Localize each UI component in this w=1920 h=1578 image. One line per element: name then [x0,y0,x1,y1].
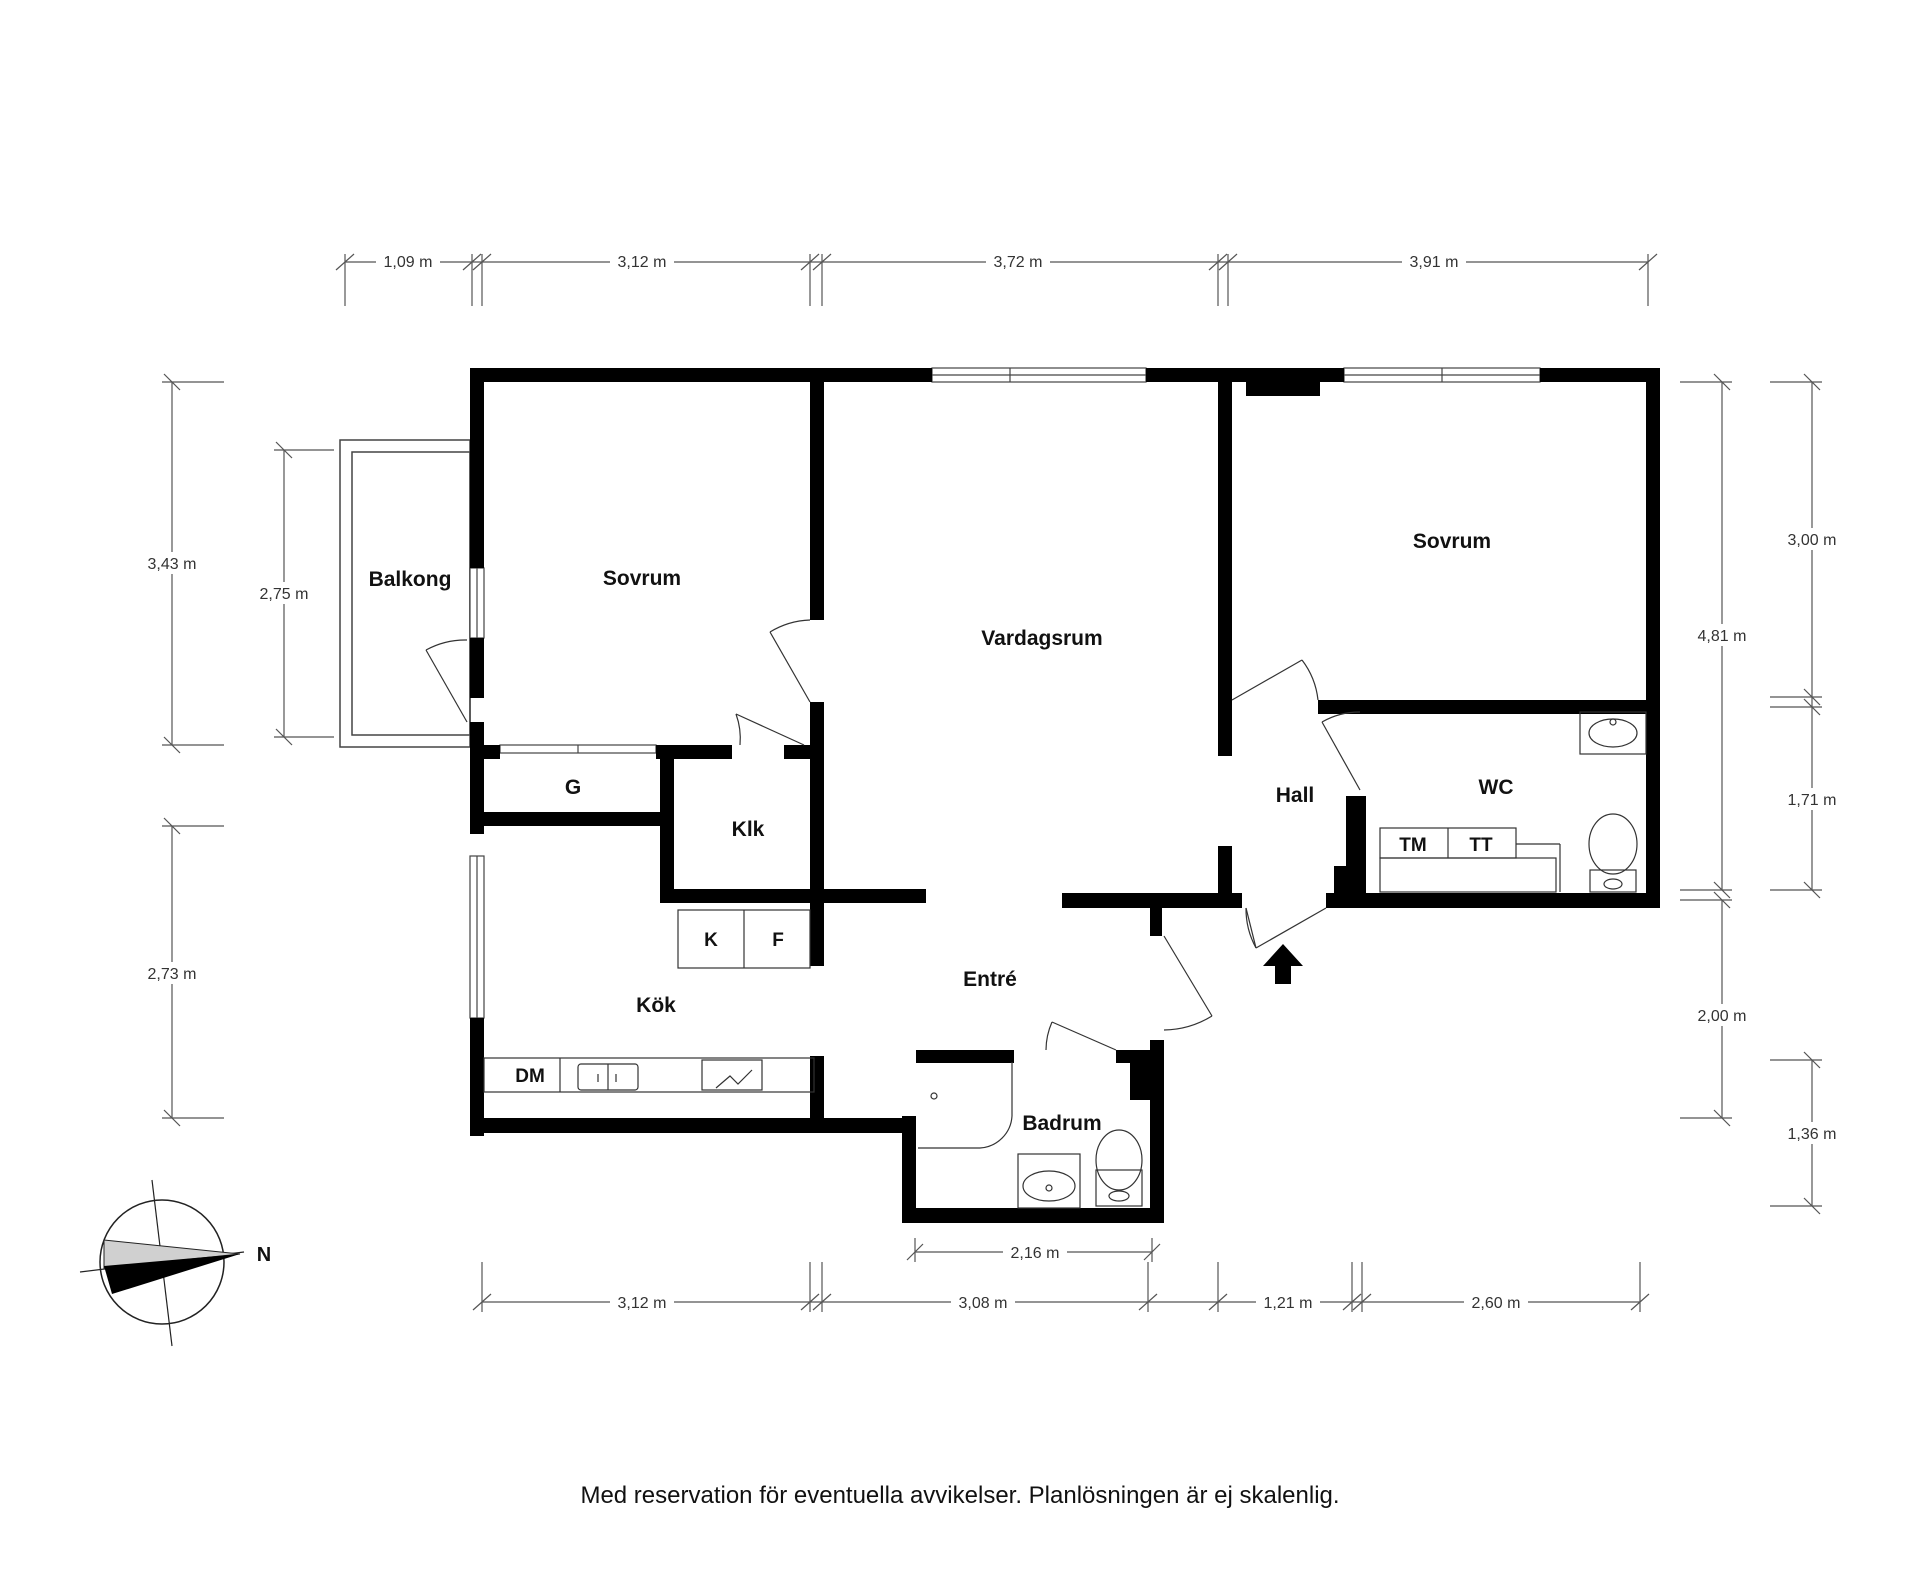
dim-top-2: 3,12 m [618,254,667,271]
label-k: K [704,930,718,951]
fixtures [483,711,1647,1209]
dim-right-upper: 3,00 m [1788,532,1837,549]
stove [701,1059,763,1091]
balkong-door [425,649,468,723]
dimension-lines [162,253,1822,1312]
dim-right-total: 4,81 m [1698,628,1747,645]
dimension-label-backgrounds [140,250,1846,1313]
wc-toilet [1588,813,1638,875]
windows [469,367,1541,1019]
shower-area [918,1062,1013,1149]
label-hall: Hall [1276,784,1315,807]
dim-right-mid: 1,71 m [1788,792,1837,809]
dim-bottom-4: 2,60 m [1472,1295,1521,1312]
entrance-door [1245,907,1257,949]
dim-left-inner: 2,75 m [260,586,309,603]
sovrum-door [769,631,811,703]
dim-right-lower: 2,00 m [1698,1008,1747,1025]
label-f: F [772,930,784,951]
doors [425,619,1361,1051]
dim-left-lower: 2,73 m [148,966,197,983]
label-sovrum-right: Sovrum [1413,530,1491,553]
compass-needle-icon [104,1254,240,1294]
wc-sink [1579,711,1647,755]
label-g: G [565,776,581,799]
entre-door [1163,935,1213,1017]
room-labels: Balkong Sovrum Vardagsrum Sovrum Hall WC… [369,530,1514,1135]
dim-left-outer: 3,43 m [148,556,197,573]
dim-top-1: 1,09 m [384,254,433,271]
badrum-sink [1017,1153,1081,1209]
compass-north-label: N [257,1244,271,1266]
dim-bottom-1: 3,12 m [618,1295,667,1312]
label-wc: WC [1479,776,1514,799]
dim-top-3: 3,72 m [994,254,1043,271]
label-sovrum-left: Sovrum [603,567,681,590]
label-kok: Kök [636,994,676,1017]
disclaimer-text: Med reservation för eventuella avvikelse… [580,1482,1340,1509]
label-badrum: Badrum [1022,1112,1101,1135]
wc-counter [1379,857,1557,893]
label-entre: Entré [963,968,1017,991]
label-tm: TM [1399,835,1426,856]
dim-badrum-width: 2,16 m [1011,1245,1060,1262]
dim-bottom-2: 3,08 m [959,1295,1008,1312]
dimension-labels: 1,09 m 3,12 m 3,72 m 3,91 m 3,43 m 2,75 … [148,254,1837,1312]
klk-door [735,713,805,746]
badrum-door [1051,1021,1117,1051]
label-vardagsrum: Vardagsrum [981,627,1102,650]
walls [470,368,1660,1223]
kitchen-counter [483,1057,815,1093]
dim-top-4: 3,91 m [1410,254,1459,271]
balcony [339,439,471,748]
dim-bottom-3: 1,21 m [1264,1295,1313,1312]
badrum-toilet [1095,1129,1143,1191]
wc-toilet-tank [1589,869,1637,893]
compass: N [79,1179,271,1347]
label-dm: DM [515,1066,545,1087]
dim-right-bottom: 1,36 m [1788,1126,1837,1143]
label-balkong: Balkong [369,568,452,591]
entrance-arrow-icon [1263,944,1303,984]
wc-door [1321,721,1361,791]
sovrum-right-door [1231,659,1303,701]
label-klk: Klk [732,818,765,841]
badrum-toilet-tank [1095,1169,1143,1207]
label-tt: TT [1469,835,1493,856]
